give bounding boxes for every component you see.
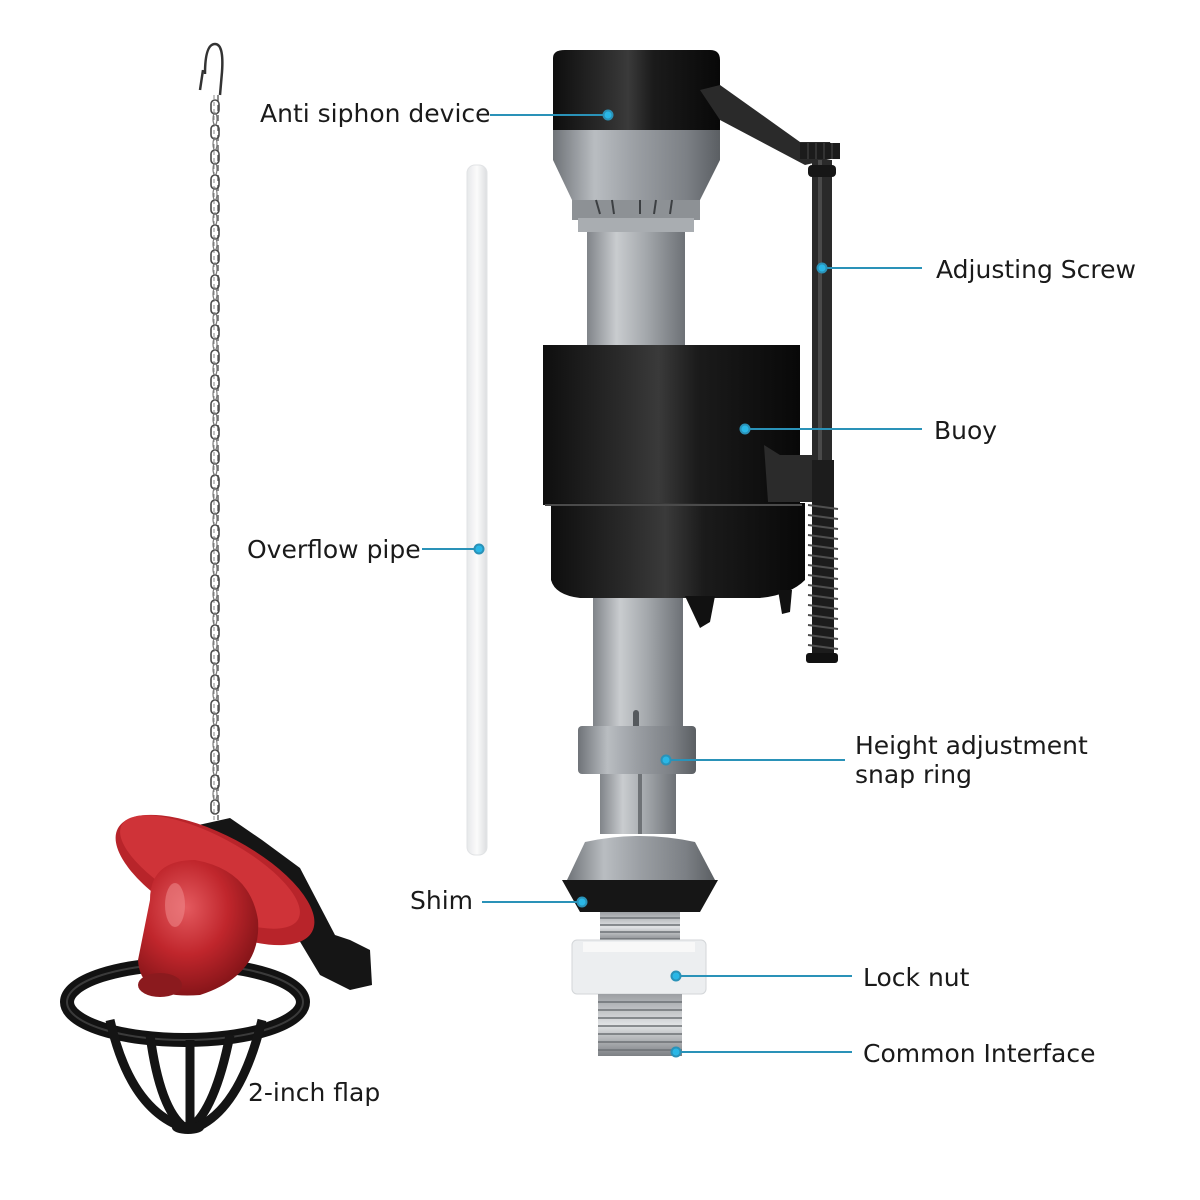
label-height-adjustment-snap-ring: Height adjustment snap ring [855,731,1088,789]
flapper-assembly [60,814,372,1134]
chain [198,42,224,820]
overflow-pipe [466,164,488,856]
label-anti-siphon-device: Anti siphon device [260,99,491,128]
label-adjusting-screw: Adjusting Screw [936,255,1136,284]
fill-valve [543,50,840,1056]
label-buoy: Buoy [934,416,998,445]
label-shim: Shim [410,886,474,915]
label-lock-nut: Lock nut [863,963,970,992]
label-overflow-pipe: Overflow pipe [247,535,421,564]
callout-lines [422,109,922,1058]
label-common-interface: Common Interface [863,1039,1096,1068]
label-2-inch-flap: 2-inch flap [248,1078,381,1107]
